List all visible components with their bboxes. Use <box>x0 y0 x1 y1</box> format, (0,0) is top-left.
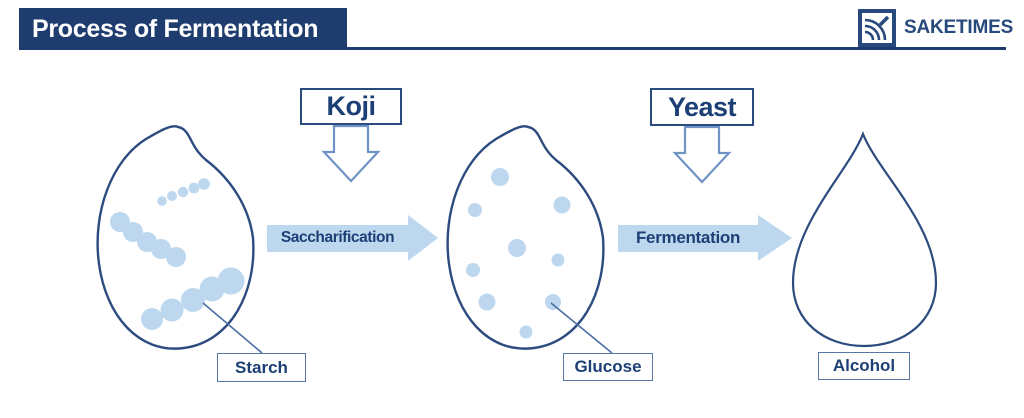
saketimes-icon <box>858 9 896 47</box>
yeast-down-arrow <box>672 125 732 184</box>
glucose-label: Glucose <box>563 353 653 381</box>
starch-chain-bottom <box>141 267 245 330</box>
starch-chain-small <box>157 178 210 206</box>
page-title: Process of Fermentation <box>19 8 347 50</box>
saccharification-arrowhead <box>408 215 438 261</box>
fermentation-label: Fermentation <box>618 224 758 252</box>
brand-logo: SAKETIMES <box>858 9 1013 47</box>
saccharification-arrow: Saccharification <box>267 215 438 261</box>
koji-down-arrow <box>321 124 381 183</box>
starch-pointer-line <box>202 302 263 354</box>
starch-chain-middle <box>110 212 186 267</box>
alcohol-label-text: Alcohol <box>832 356 896 375</box>
saccharification-label: Saccharification <box>267 224 408 252</box>
header-divider-line <box>347 47 1006 50</box>
alcohol-droplet <box>791 131 938 348</box>
starch-label: Starch <box>217 353 306 382</box>
starch-label-text: Starch <box>235 357 288 377</box>
glucose-dots <box>466 168 571 339</box>
alcohol-label: Alcohol <box>818 352 910 380</box>
yeast-sign: Yeast <box>650 88 754 126</box>
brand-name: SAKETIMES <box>904 17 1014 38</box>
glucose-pointer-line <box>550 302 613 354</box>
rice-grain-glucose <box>446 125 605 350</box>
koji-label: Koji <box>326 91 377 121</box>
koji-sign: Koji <box>300 88 402 125</box>
glucose-label-text: Glucose <box>574 357 642 376</box>
fermentation-arrow: Fermentation <box>618 215 792 261</box>
yeast-label: Yeast <box>667 91 737 122</box>
fermentation-arrowhead <box>758 215 792 261</box>
